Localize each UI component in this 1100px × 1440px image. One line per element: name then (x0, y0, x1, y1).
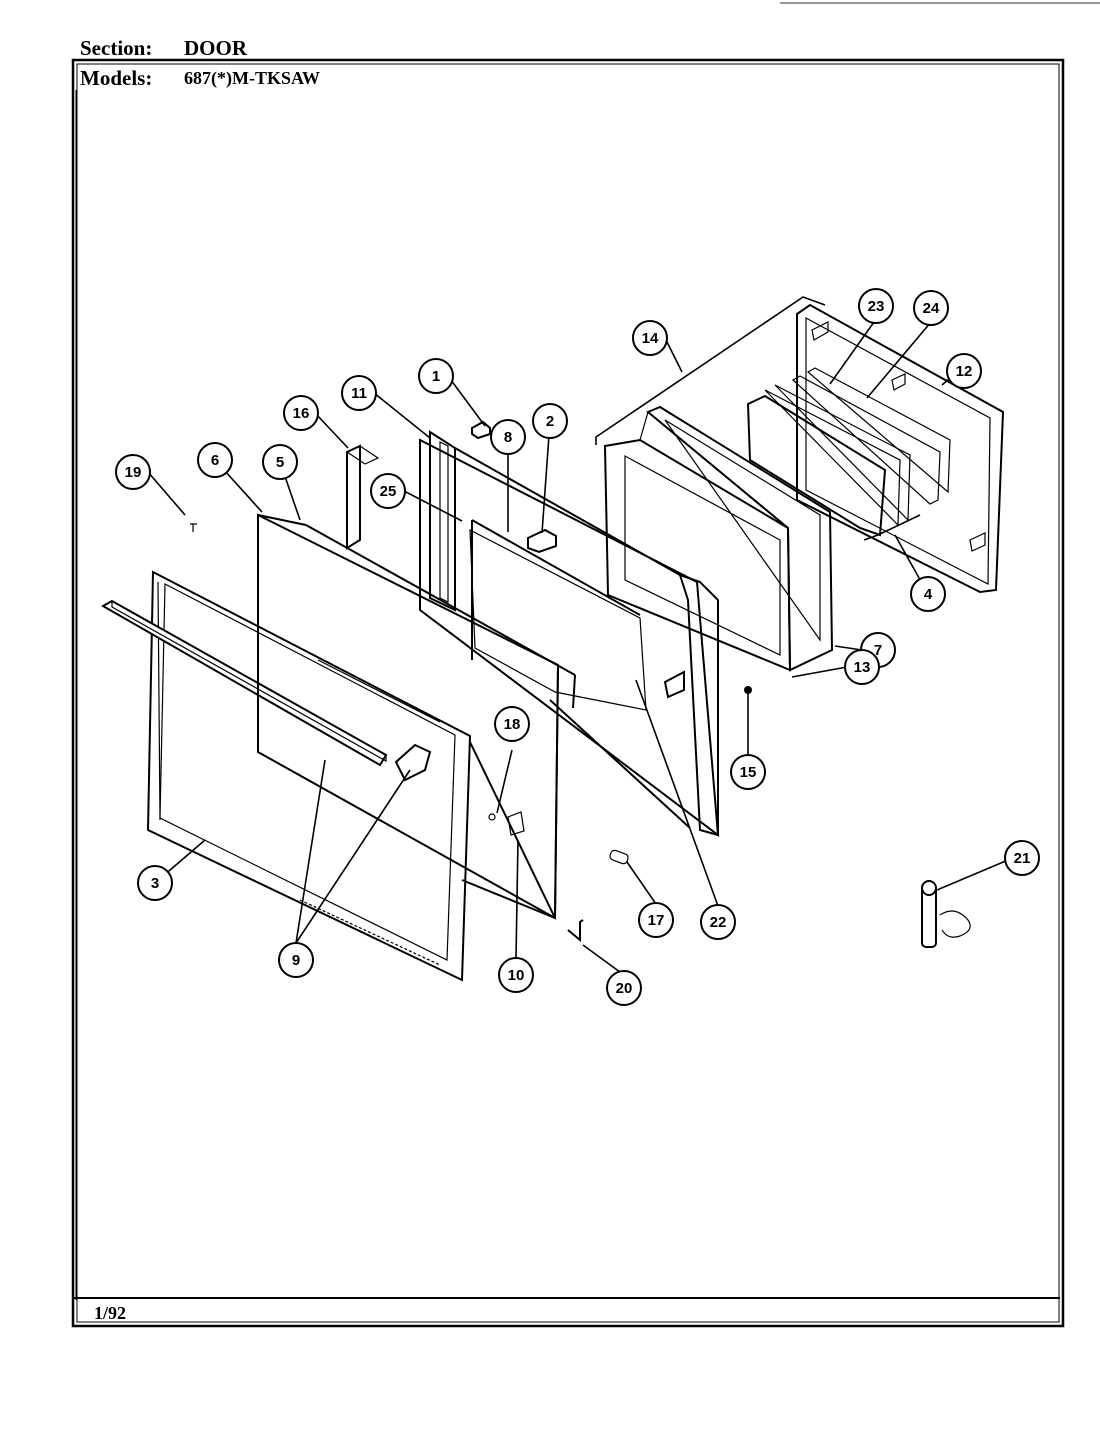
callout-2: 2 (532, 403, 568, 439)
callout-19: 19 (115, 454, 151, 490)
svg-text:7: 7 (874, 642, 882, 659)
page-frame (71, 2, 1100, 1328)
part-1-clip (471, 420, 491, 440)
svg-text:2: 2 (546, 413, 554, 430)
section-label: Section: (80, 36, 153, 60)
part-10-label (507, 811, 525, 836)
callout-22: 22 (700, 904, 736, 940)
callout-6: 6 (197, 442, 233, 478)
models-label: Models: (80, 66, 153, 90)
section-value: DOOR (184, 36, 247, 60)
callout-21: 21 (1004, 840, 1040, 876)
svg-text:19: 19 (125, 464, 142, 481)
svg-text:8: 8 (504, 429, 512, 446)
svg-text:20: 20 (616, 980, 633, 997)
svg-text:14: 14 (642, 330, 659, 347)
svg-text:5: 5 (276, 454, 284, 471)
trim-strip (100, 599, 432, 782)
callout-5: 5 (262, 444, 298, 480)
callout-18: 18 (494, 706, 530, 742)
callout-12: 12 (946, 353, 982, 389)
callout-1: 1 (418, 358, 454, 394)
callout-20: 20 (606, 970, 642, 1006)
footer-date-code: 1/92 (94, 1303, 127, 1323)
part-18-screw (488, 813, 496, 821)
door-inner-frame (419, 430, 720, 838)
door-front-frame (146, 570, 472, 982)
svg-text:3: 3 (151, 875, 159, 892)
svg-text:4: 4 (924, 586, 933, 603)
inner-door-assembly-bracket (595, 296, 826, 445)
part-21-hinge (921, 880, 971, 948)
callout-8: 8 (490, 419, 526, 455)
part-15-screw (744, 686, 752, 694)
part-2-bracket (527, 528, 557, 554)
glass-pack (746, 384, 921, 541)
glass-panes (791, 367, 951, 505)
callout-25: 25 (370, 473, 406, 509)
svg-text:6: 6 (211, 452, 219, 469)
svg-text:11: 11 (351, 385, 367, 402)
callout-3: 3 (137, 865, 173, 901)
svg-text:22: 22 (710, 914, 727, 931)
callout-9: 9 (278, 942, 314, 978)
callout-11: 11 (341, 375, 377, 411)
svg-text:13: 13 (854, 659, 871, 676)
callout-16: 16 (283, 395, 319, 431)
part-20-bracket (567, 919, 584, 943)
svg-text:25: 25 (380, 483, 397, 500)
spacer-strip (345, 444, 380, 550)
callout-14: 14 (632, 320, 668, 356)
callout-15: 15 (730, 754, 766, 790)
part-19-screw (190, 523, 197, 532)
svg-text:15: 15 (740, 764, 757, 781)
svg-text:21: 21 (1014, 850, 1031, 867)
svg-text:24: 24 (923, 300, 940, 317)
door-back-liner (796, 303, 1005, 594)
svg-text:18: 18 (504, 716, 521, 733)
svg-text:16: 16 (293, 405, 310, 422)
callout-17: 17 (638, 902, 674, 938)
svg-text:1: 1 (432, 368, 440, 385)
callout-10: 10 (498, 957, 534, 993)
svg-text:17: 17 (648, 912, 665, 929)
models-value: 687(*)M-TKSAW (184, 68, 320, 88)
callout-23: 23 (858, 288, 894, 324)
callout-13: 13 (844, 649, 880, 685)
svg-text:10: 10 (508, 967, 525, 984)
svg-text:9: 9 (292, 952, 300, 969)
callout-4: 4 (910, 576, 946, 612)
callout-24: 24 (913, 290, 949, 326)
svg-text:12: 12 (956, 363, 973, 380)
inner-door-panel (603, 405, 834, 672)
part-17-plug (609, 849, 629, 865)
svg-text:23: 23 (868, 298, 885, 315)
